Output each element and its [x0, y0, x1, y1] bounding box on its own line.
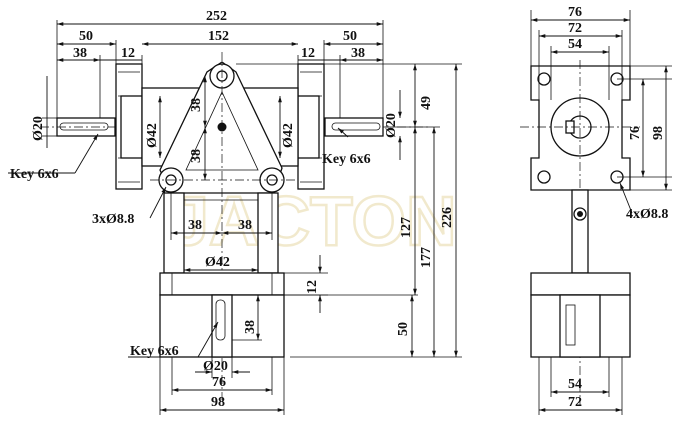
dim-38-horiz-right: 38 [238, 218, 252, 233]
dim-dia20-left: Ø20 [31, 116, 46, 141]
label-key-left: Key 6x6 [10, 167, 59, 182]
bottom-base [159, 272, 285, 296]
dim-side-98-right: 98 [651, 126, 666, 140]
label-4-holes: 4xØ8.8 [626, 207, 668, 222]
dim-side-72-top: 72 [568, 21, 582, 36]
watermark: JACTON [169, 181, 458, 262]
dim-252: 252 [206, 9, 227, 24]
dim-dia42-right: Ø42 [281, 123, 296, 148]
side-neck [571, 189, 589, 274]
dim-12-right: 12 [301, 46, 315, 61]
dim-12-lower: 12 [305, 280, 320, 294]
dim-dia20-bottom: Ø20 [203, 359, 228, 374]
dim-38-horiz-left: 38 [188, 218, 202, 233]
dim-49: 49 [419, 96, 434, 110]
label-key-bottom: Key 6x6 [130, 344, 179, 359]
bottom-key [215, 299, 226, 341]
dim-152: 152 [208, 29, 229, 44]
svg-text:JACTON: JACTON [170, 182, 457, 260]
dim-dia42-bottom: Ø42 [205, 255, 230, 270]
dim-127: 127 [399, 217, 414, 238]
dim-50-left: 50 [79, 29, 93, 44]
dim-side-76-top: 76 [568, 5, 582, 20]
bottom-shaft [211, 294, 233, 358]
front-view [40, 52, 430, 400]
dim-177: 177 [419, 247, 434, 268]
front-dimensions: 252 50 38 12 152 12 50 38 Ø20 Key 6x6 Ø4… [8, 9, 462, 415]
dim-side-54-top: 54 [568, 37, 582, 52]
dim-76-bottom: 76 [212, 375, 226, 390]
dim-98-bottom: 98 [211, 395, 225, 410]
side-bottom-base [530, 272, 631, 296]
dim-38-left: 38 [73, 46, 87, 61]
dim-226: 226 [440, 207, 455, 228]
dim-side-54-bottom: 54 [568, 377, 582, 392]
dim-12-left: 12 [121, 46, 135, 61]
dim-dia20-right: Ø20 [384, 113, 399, 138]
right-key [331, 122, 381, 131]
dim-38-upper: 38 [189, 98, 204, 112]
side-dimensions: 76 72 54 76 98 4xØ8.8 54 72 [530, 5, 672, 415]
label-key-right: Key 6x6 [322, 152, 371, 167]
dim-side-72-bottom: 72 [568, 395, 582, 410]
dim-side-76-right: 76 [628, 126, 643, 140]
right-shaft [324, 117, 384, 137]
dim-dia42-left: Ø42 [145, 123, 160, 148]
dim-50-right: 50 [343, 29, 357, 44]
dim-50-lower: 50 [396, 322, 411, 336]
left-key [59, 122, 109, 131]
dim-38-shaft: 38 [243, 320, 258, 334]
side-view [520, 60, 640, 405]
dim-38-lower: 38 [189, 149, 204, 163]
label-3-holes: 3xØ8.8 [92, 212, 134, 227]
dim-38-right: 38 [351, 46, 365, 61]
